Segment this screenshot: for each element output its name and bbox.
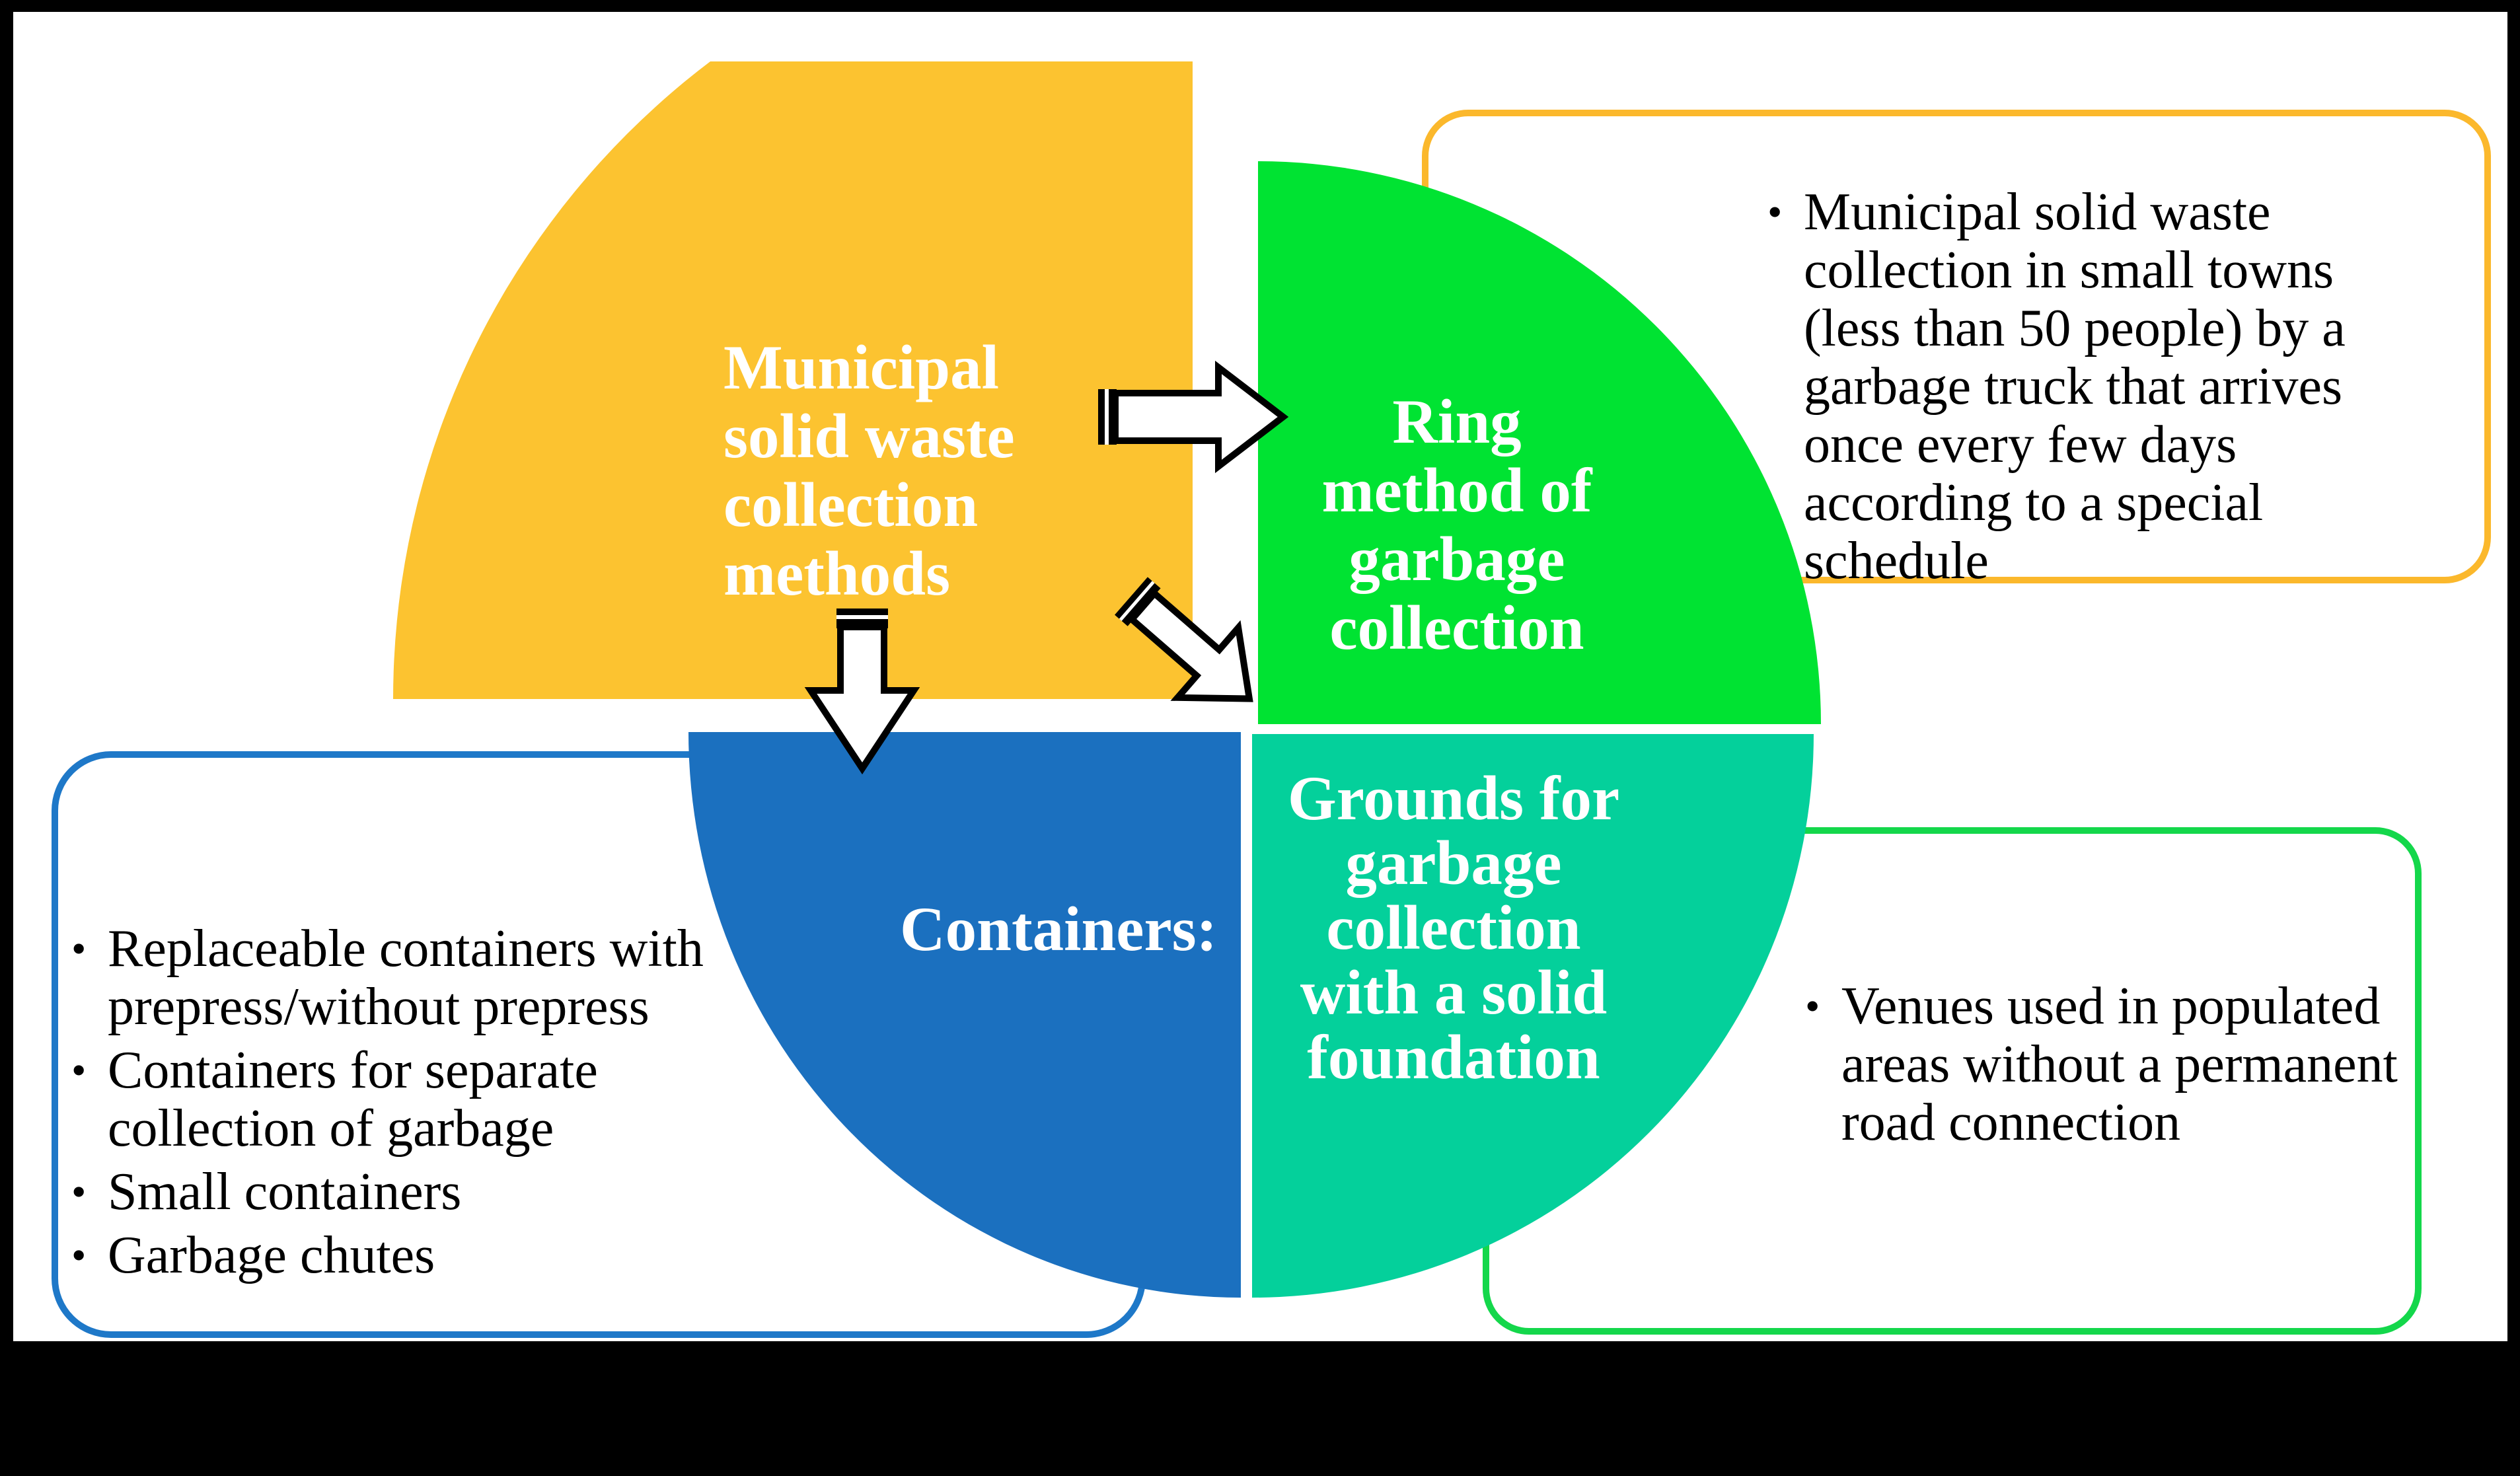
list-item: • Municipal solid waste collection in sm…	[1767, 183, 2346, 590]
bullet-icon: •	[71, 1047, 87, 1093]
label-line: Municipal	[723, 332, 1000, 402]
label-line: methods	[723, 538, 951, 609]
note-line: once every few days	[1804, 416, 2237, 474]
bullet-icon: •	[71, 1232, 87, 1278]
list-item: • Garbage chutes	[71, 1226, 704, 1284]
note-line: (less than 50 people) by a	[1804, 299, 2346, 357]
pie-label-methods: Municipal solid waste collection methods	[723, 333, 1015, 608]
note-line: schedule	[1804, 532, 1989, 590]
pie-label-containers: Containers:	[900, 895, 1217, 963]
bullet-icon: •	[1767, 188, 1783, 235]
label-line: with a solid	[1300, 957, 1608, 1027]
note-line: Small containers	[108, 1163, 462, 1221]
list-item: • Venues used in populated areas without…	[1805, 977, 2398, 1152]
containers-note-text: • Replaceable containers with prepress/w…	[71, 920, 704, 1284]
note-line: road connection	[1841, 1093, 2181, 1152]
pie-label-grounds: Grounds for garbage collection with a so…	[1189, 766, 1718, 1089]
label-line: garbage	[1345, 828, 1562, 898]
note-line: garbage truck that arrives	[1804, 357, 2343, 416]
note-line: Venues used in populated	[1841, 977, 2381, 1035]
list-item: • Replaceable containers with prepress/w…	[71, 920, 704, 1036]
note-line: areas without a permanent	[1841, 1035, 2398, 1093]
bullet-icon: •	[71, 925, 87, 972]
bullet-icon: •	[1805, 982, 1820, 1029]
label-line: solid waste	[723, 401, 1015, 471]
grounds-note-text: • Venues used in populated areas without…	[1805, 977, 2398, 1152]
note-line: according to a special	[1804, 474, 2264, 532]
label-line: foundation	[1307, 1022, 1600, 1092]
note-line: Garbage chutes	[108, 1226, 435, 1284]
label-line: collection	[1326, 893, 1581, 963]
label-line: Ring	[1392, 387, 1522, 457]
pie-quadrant-methods	[393, 61, 1193, 699]
list-item: • Small containers	[71, 1163, 704, 1221]
note-line: collection of garbage	[108, 1099, 554, 1158]
note-line: Municipal solid waste	[1804, 183, 2271, 241]
bullet-icon: •	[71, 1168, 87, 1215]
pie-label-ring: Ring method of garbage collection	[1193, 387, 1721, 662]
note-line: Containers for separate	[108, 1041, 598, 1099]
label-line: Grounds for	[1287, 763, 1620, 833]
ring-note-text: • Municipal solid waste collection in sm…	[1767, 183, 2346, 590]
label-line: collection	[1329, 593, 1584, 663]
label-line: method of	[1321, 455, 1592, 525]
label-line: Containers:	[900, 894, 1218, 964]
label-line: garbage	[1349, 524, 1565, 594]
note-line: Replaceable containers with	[108, 920, 704, 978]
note-line: prepress/without prepress	[108, 978, 649, 1036]
label-line: collection	[723, 470, 979, 540]
note-line: collection in small towns	[1804, 241, 2334, 299]
list-item: • Containers for separate collection of …	[71, 1041, 704, 1158]
slide-background: Municipal solid waste collection methods…	[13, 12, 2507, 1341]
